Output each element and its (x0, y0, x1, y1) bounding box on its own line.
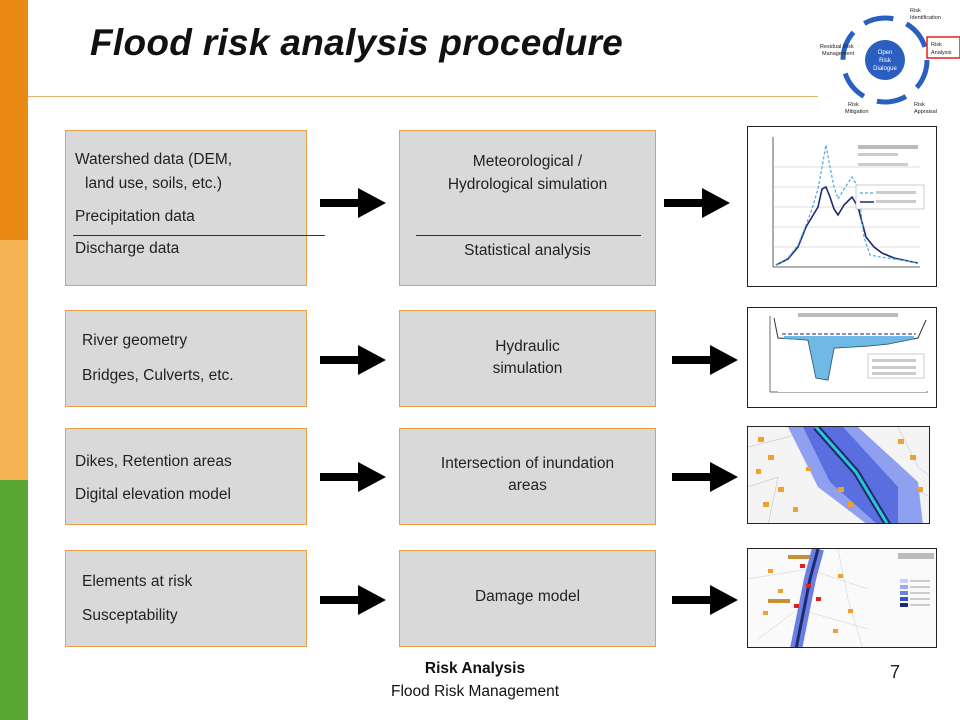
cycle-identification-2: Identification (910, 15, 941, 21)
input-box-watershed: Watershed data (DEM, land use, soils, et… (65, 130, 325, 286)
cycle-center-line-3: Dialogue (873, 66, 897, 72)
cycle-analysis-2: Analysis (931, 50, 952, 56)
process-line-areas: areas (508, 477, 547, 494)
process-line-meteorological: Meteorological / (472, 153, 583, 170)
process-line-statistical-analysis: Statistical analysis (464, 242, 591, 259)
process-divider (416, 235, 641, 236)
input-line-river-geometry: River geometry (82, 332, 188, 349)
input-box-elements-at-risk: Elements at risk Susceptability (65, 550, 307, 647)
sidebar-stripe-light-orange (0, 240, 28, 480)
title-divider (28, 96, 818, 97)
cycle-mitigation-1: Risk (848, 102, 859, 108)
input-line-bridges: Bridges, Culverts, etc. (82, 367, 234, 384)
flow-arrow-row4-a (320, 585, 386, 615)
flow-arrow-row1-a (320, 188, 386, 218)
process-line-damage-model: Damage model (474, 588, 581, 605)
input-line-watershed-data: Watershed data (DEM, (75, 151, 233, 168)
cycle-analysis-1: Risk (931, 42, 942, 48)
footer-title: Risk Analysis (424, 660, 526, 677)
flow-arrow-row2-a (320, 345, 386, 375)
input-line-discharge: Discharge data (75, 240, 180, 257)
page-number: 7 (890, 662, 901, 682)
process-line-hydrological-simulation: Hydrological simulation (447, 176, 608, 193)
cycle-residual-1: Residual Risk (820, 44, 854, 50)
cycle-appraisal-1: Risk (914, 102, 925, 108)
process-box-hydrological: Meteorological / Hydrological simulation… (399, 130, 656, 286)
footer-subtitle: Flood Risk Management (391, 683, 559, 700)
input-box-dikes: Dikes, Retention areas Digital elevation… (65, 428, 307, 525)
input-line-dem: Digital elevation model (75, 486, 231, 503)
cross-section-thumbnail (747, 307, 937, 408)
flow-arrow-row1-b (664, 188, 730, 218)
flow-arrow-row3-a (320, 462, 386, 492)
risk-cycle-diagram: Open Risk Dialogue Risk Identification R… (820, 8, 960, 115)
process-box-inundation: Intersection of inundation areas (399, 428, 656, 525)
process-line-simulation: simulation (492, 360, 563, 377)
input-box-river-geometry: River geometry Bridges, Culverts, etc. (65, 310, 307, 407)
cycle-ring (840, 15, 930, 105)
process-box-hydraulic: Hydraulic simulation (399, 310, 656, 407)
process-line-intersection: Intersection of inundation (440, 455, 615, 472)
damage-map-thumbnail (747, 548, 937, 648)
cycle-center-line-1: Open (878, 50, 893, 56)
cycle-center-line-2: Risk (879, 58, 892, 64)
input-divider (73, 235, 325, 236)
page-title: Flood risk analysis procedure (90, 22, 624, 63)
sidebar-stripe-orange (0, 0, 28, 240)
process-line-hydraulic: Hydraulic (495, 338, 560, 355)
flow-arrow-row2-b (672, 345, 738, 375)
input-line-elements-at-risk: Elements at risk (82, 573, 193, 590)
input-line-land-use: land use, soils, etc.) (85, 175, 222, 192)
inundation-map-thumbnail (747, 426, 930, 524)
cycle-center-circle (865, 40, 905, 80)
flow-arrow-row3-b (672, 462, 738, 492)
hydrograph-thumbnail (747, 126, 937, 287)
process-box-damage-model: Damage model (399, 550, 656, 647)
sidebar-stripe (0, 0, 28, 720)
input-line-susceptability: Susceptability (82, 607, 178, 624)
flow-arrow-row4-b (672, 585, 738, 615)
input-line-dikes: Dikes, Retention areas (75, 453, 232, 470)
cycle-identification-1: Risk (910, 8, 921, 14)
cycle-appraisal-2: Appraisal (914, 109, 937, 115)
cycle-residual-2: Management (822, 51, 855, 57)
cycle-mitigation-2: Mitigation (845, 109, 869, 115)
cycle-highlight-box (926, 36, 960, 59)
sidebar-stripe-green (0, 480, 28, 720)
input-line-precipitation: Precipitation data (75, 208, 195, 225)
